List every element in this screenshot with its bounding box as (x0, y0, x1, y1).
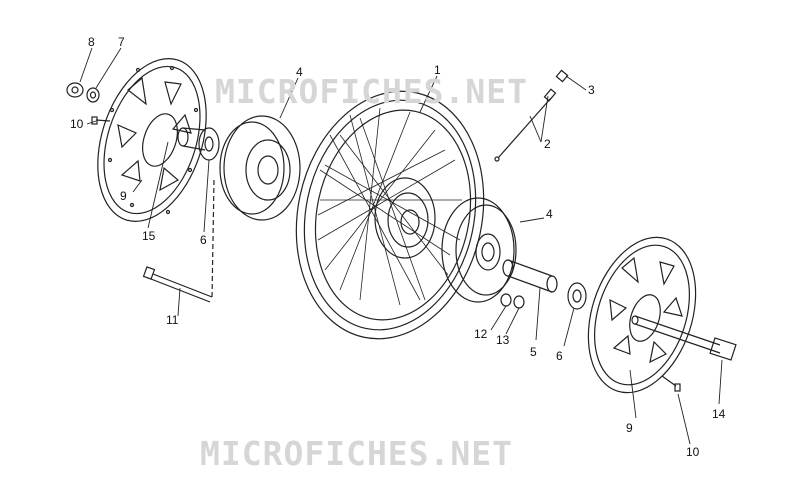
callout-9-left: 9 (120, 189, 127, 203)
callout-13: 13 (496, 333, 510, 347)
nut-and-washer (66, 82, 100, 103)
callout-8: 8 (88, 35, 95, 49)
watermark-bottom: MICROFICHES.NET (200, 434, 514, 473)
callout-7: 7 (118, 35, 125, 49)
disc-bolt-right (661, 375, 681, 392)
callout-6-right: 6 (556, 349, 563, 363)
callout-4-top: 4 (296, 65, 303, 79)
watermark-top: MICROFICHES.NET (215, 72, 529, 111)
callout-3: 3 (588, 83, 595, 97)
callout-5: 5 (530, 345, 537, 359)
callout-14: 14 (712, 407, 726, 421)
right-bearing (567, 282, 587, 310)
leader-lines (79, 47, 723, 445)
right-hub-cover (441, 197, 517, 303)
callout-1: 1 (434, 63, 441, 77)
spacer-tube (502, 259, 558, 293)
spoke-and-nipple (494, 69, 569, 162)
callout-10-right: 10 (686, 445, 700, 459)
right-brake-disc (587, 236, 697, 394)
left-hub-cover (219, 115, 301, 221)
spoked-wheel (295, 90, 485, 340)
callout-10-left: 10 (70, 117, 84, 131)
callout-6-left: 6 (200, 233, 207, 247)
callout-11: 11 (166, 313, 179, 327)
callout-15: 15 (142, 229, 156, 243)
callout-12: 12 (474, 327, 488, 341)
callout-9-right: 9 (626, 421, 633, 435)
washer-and-nut-right (500, 293, 525, 309)
callout-4-right: 4 (546, 207, 553, 221)
disc-bolt-left (91, 116, 111, 125)
callout-2: 2 (544, 137, 551, 151)
axle-shaft (631, 315, 737, 361)
left-brake-disc (97, 58, 207, 222)
long-bolt (142, 179, 215, 303)
